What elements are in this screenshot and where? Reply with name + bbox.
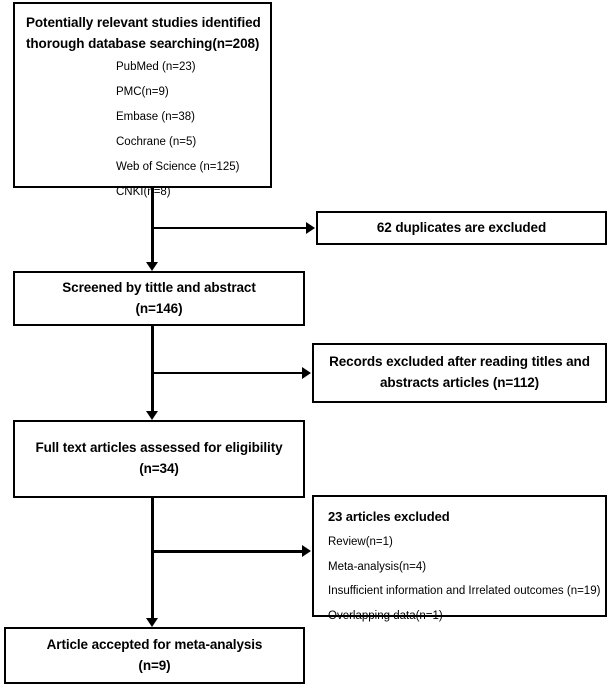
accepted-line2: (n=9) <box>138 657 171 673</box>
identification-heading-line2: thorough database searching(n=208) <box>26 35 260 51</box>
arrow-right-to-articles-excluded <box>302 545 311 558</box>
fulltext-line1: Full text articles assessed for eligibil… <box>35 440 283 456</box>
reason-item-meta-analysis: Meta-analysis(n=4) <box>328 560 427 573</box>
duplicates-text: 62 duplicates are excluded <box>376 219 547 235</box>
reason-item-overlapping-data: Overlapping data(n=1) <box>328 609 443 622</box>
source-item-cnki: CNKI(n=8) <box>116 185 171 198</box>
box-records-excluded: Records excluded after reading titles an… <box>312 343 607 403</box>
box-articles-excluded: 23 articles excluded Review(n=1) Meta-an… <box>312 495 607 621</box>
source-item-embase: Embase (n=38) <box>116 110 195 123</box>
box-identification: Potentially relevant studies identified … <box>13 2 272 197</box>
screened-line1: Screened by tittle and abstract <box>62 279 256 295</box>
arrow-down-to-fulltext <box>146 411 159 420</box>
articles-excluded-reason-list: Review(n=1) Meta-analysis(n=4) Insuffici… <box>328 537 600 622</box>
box-duplicates-excluded: 62 duplicates are excluded <box>316 211 607 245</box>
reason-item-insufficient-information: Insufficient information and Irrelated o… <box>328 585 601 598</box>
fulltext-line2: (n=34) <box>139 461 179 476</box>
arrow-down-to-accepted <box>146 618 159 627</box>
source-item-pubmed: PubMed (n=23) <box>116 60 196 73</box>
reason-item-review: Review(n=1) <box>328 536 393 549</box>
connector-branch-articles-excluded <box>151 550 303 553</box>
articles-excluded-heading: 23 articles excluded <box>328 509 450 524</box>
source-item-pmc: PMC(n=9) <box>116 85 169 98</box>
connector-branch-duplicates <box>151 226 307 229</box>
source-item-web-of-science: Web of Science (n=125) <box>116 160 240 173</box>
arrow-right-to-records-excluded <box>302 366 311 379</box>
box-accepted: Article accepted for meta-analysis (n=9) <box>4 627 305 684</box>
box-screened: Screened by tittle and abstract (n=146) <box>13 271 305 326</box>
arrow-right-to-duplicates <box>306 221 315 234</box>
records-excluded-line1: Records excluded after reading titles an… <box>329 354 590 370</box>
records-excluded-line2: abstracts articles (n=112) <box>379 375 540 390</box>
screened-line2: (n=146) <box>135 300 183 316</box>
connector-fulltext-trunk <box>151 498 154 621</box>
identification-source-list: PubMed (n=23) PMC(n=9) Embase (n=38) Coc… <box>15 60 270 199</box>
connector-screened-trunk <box>151 326 154 414</box>
arrow-down-to-screened <box>146 262 159 271</box>
source-item-cochrane: Cochrane (n=5) <box>116 135 197 148</box>
identification-heading-line1: Potentially relevant studies identified <box>26 15 261 30</box>
box-fulltext-assessed: Full text articles assessed for eligibil… <box>13 420 305 498</box>
accepted-line1: Article accepted for meta-analysis <box>46 636 263 652</box>
connector-branch-records-excluded <box>151 371 303 374</box>
